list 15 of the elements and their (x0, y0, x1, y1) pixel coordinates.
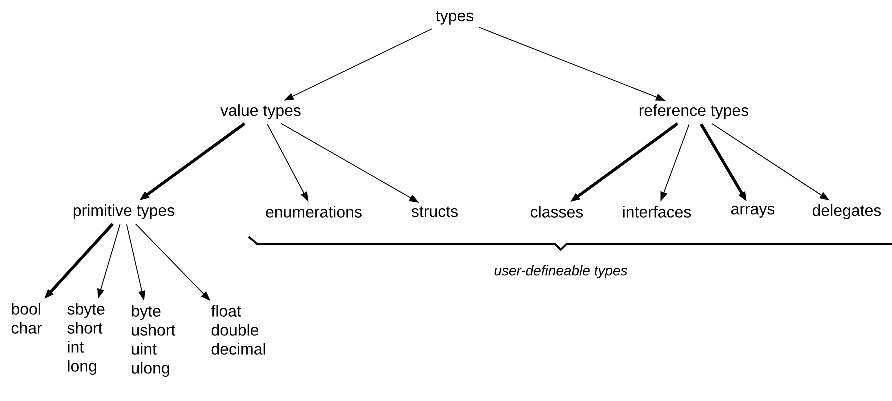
type-label: reference types (640, 104, 749, 120)
bracket-label: user-defineable types (494, 265, 628, 278)
type-label: interfaces (623, 206, 692, 218)
type-list: bool char (12, 303, 42, 334)
type-label: enumerations (266, 206, 362, 218)
type-label: types (436, 11, 474, 25)
type-list: byte ushort uint ulong (132, 305, 176, 378)
type-label: value types (220, 104, 301, 120)
type-list: float double decimal (211, 305, 266, 355)
type-label: delegates (812, 204, 882, 220)
type-label: classes (531, 206, 584, 218)
type-label: arrays (731, 206, 775, 218)
type-list: sbyte short int long (68, 303, 105, 376)
type-label: primitive types (74, 204, 175, 220)
type-label: structs (412, 206, 458, 218)
